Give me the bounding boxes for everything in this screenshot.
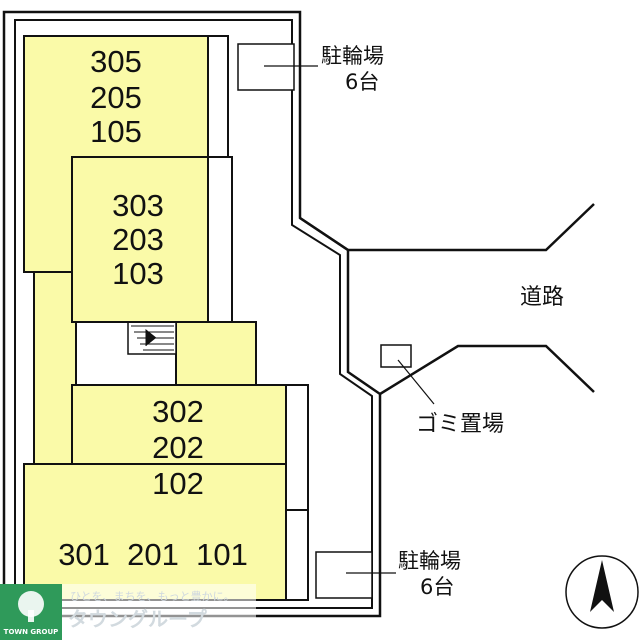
logo-small-text: TOWN GROUP [4, 628, 59, 636]
bike-parking-bottom-box [315, 551, 373, 599]
balcony-c [285, 384, 309, 511]
building-core [175, 321, 257, 387]
unit-number: 103 [112, 256, 164, 291]
leader-line [397, 359, 435, 405]
bike-parking-bottom-count: 6台 [420, 575, 454, 599]
road-label: 道路 [520, 285, 564, 310]
bike-parking-bottom-label: 駐輪場 [398, 549, 461, 573]
unit-number: 303 [112, 188, 164, 223]
north-arrow-icon [565, 555, 639, 629]
unit-label-block-c: 302 202 102 [152, 394, 204, 501]
unit-number: 202 [152, 430, 204, 465]
building-block-d [23, 463, 287, 601]
garbage-area-label: ゴミ置場 [416, 412, 504, 437]
building-left-wing [33, 271, 77, 465]
road-edge-top [299, 203, 595, 252]
road-edge-bottom [379, 344, 595, 396]
unit-number: 203 [112, 222, 164, 257]
stair-arrow-icon [145, 328, 157, 346]
logo-tagline: ひとを、まちを、もっと豊かに。 [70, 590, 235, 603]
unit-number: 105 [90, 114, 142, 149]
unit-number: 305 [90, 44, 142, 79]
company-logo: TOWN GROUP ひとを、まちを、もっと豊かに。 タウングループ [0, 584, 256, 640]
unit-label-block-b: 303 203 103 [112, 188, 164, 291]
bike-parking-top-box [237, 43, 295, 91]
building-block-b [71, 156, 209, 323]
logo-name: タウングループ [68, 607, 208, 631]
unit-number: 102 [152, 466, 204, 501]
unit-label-block-a: 305 205 105 [90, 44, 142, 149]
unit-number: 302 [152, 394, 204, 429]
balcony-b [207, 156, 233, 323]
unit-number: 205 [90, 80, 142, 115]
garbage-area-box [380, 344, 412, 368]
bike-parking-top-label: 駐輪場 [321, 44, 384, 68]
bike-parking-top-count: 6台 [345, 70, 379, 94]
unit-label-block-d: 301 201 101 [58, 537, 248, 572]
balcony-d [285, 509, 309, 601]
